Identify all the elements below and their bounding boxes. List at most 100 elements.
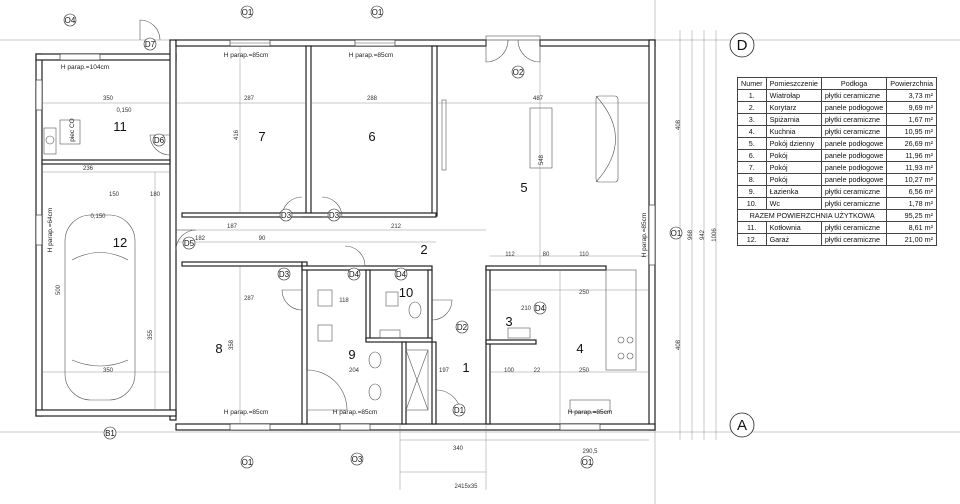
dim-408-top: 408 — [676, 119, 682, 130]
room-3-label: 3 — [505, 314, 512, 329]
row-room: Pokój — [765, 161, 822, 174]
row-area: 8,61 m² — [886, 221, 938, 234]
dim-1006: 1006 — [712, 228, 718, 242]
tag-o2: O2 — [513, 68, 524, 77]
dim-288: 288 — [367, 96, 378, 102]
dim-0150-garage: 0,150 — [90, 214, 106, 220]
row-room: Pokój dzienny — [765, 137, 822, 150]
tag-o1-top-left: O1 — [242, 8, 253, 17]
table-header-floor: Podłoga — [820, 77, 888, 90]
dimension-values: 287 288 487 350 236 416 548 250 250 204 … — [56, 96, 718, 490]
room-4-label: 4 — [576, 341, 583, 356]
row-area: 9,69 m² — [886, 101, 938, 114]
row-floor: panele podłogowe — [820, 161, 888, 174]
tag-o3: O3 — [352, 455, 363, 464]
room-11-label: 11 — [113, 119, 127, 134]
tag-o1-bottom-right: O1 — [582, 458, 593, 467]
dim-250-top: 250 — [579, 290, 590, 296]
row-floor: płytki ceramiczne — [820, 125, 888, 138]
row-floor: panele podłogowe — [820, 101, 888, 114]
room-7-label: 7 — [258, 129, 265, 144]
dim-358: 358 — [229, 339, 235, 350]
dim-500: 500 — [56, 284, 62, 295]
tag-d3-left: D3 — [281, 211, 292, 220]
tag-d3-right: D3 — [329, 211, 340, 220]
label-hparap-room5: H parap.=85cm — [641, 213, 648, 258]
row-num: 12. — [737, 233, 767, 246]
fixtures — [43, 95, 637, 413]
row-room: Kotłownia — [765, 221, 822, 234]
tag-d1: D1 — [454, 406, 465, 415]
table-sum-row: RAZEM POWIERZCHNIA UŻYTKOWA 95,25 m² — [736, 209, 938, 222]
tag-o1-right: O1 — [671, 229, 682, 238]
room-6-label: 6 — [368, 129, 375, 144]
tag-b1: B1 — [105, 429, 115, 438]
row-floor: panele podłogowe — [820, 173, 888, 186]
tag-d4-kitchen: D4 — [535, 304, 546, 313]
label-hparap-room9: H parap.=85cm — [333, 409, 378, 416]
row-floor: płytki ceramiczne — [820, 197, 888, 210]
dim-210: 210 — [521, 306, 532, 312]
row-num: 9. — [737, 185, 767, 198]
dim-355: 355 — [148, 329, 154, 340]
dim-236: 236 — [83, 166, 94, 172]
row-num: 3. — [737, 113, 767, 126]
dim-197: 197 — [439, 368, 450, 374]
row-floor: płytki ceramiczne — [820, 89, 888, 102]
row-room: Wiatrołap — [765, 89, 822, 102]
windows — [35, 39, 656, 431]
row-area: 3,73 m² — [886, 89, 938, 102]
sum-label: RAZEM POWIERZCHNIA UŻYTKOWA — [736, 209, 888, 222]
dim-100: 100 — [504, 368, 515, 374]
room-1-label: 1 — [462, 360, 469, 375]
row-room: Kuchnia — [765, 125, 822, 138]
room-schedule-table: Numer Pomieszczenie Podłoga Powierzchnia… — [736, 77, 938, 246]
room-12-label: 12 — [113, 235, 127, 250]
dim-350-bottom: 350 — [103, 368, 114, 374]
dim-182: 182 — [195, 236, 206, 242]
row-area: 26,69 m² — [886, 137, 938, 150]
row-room: Spiżarnia — [765, 113, 822, 126]
dim-340: 340 — [453, 446, 464, 452]
label-hparap-room12: H parap.=64cm — [47, 208, 54, 253]
label-hparap-room7: H parap.=85cm — [224, 52, 269, 59]
annotations: H parap.=85cm H parap.=85cm H parap.=104… — [47, 52, 648, 416]
row-room: Korytarz — [765, 101, 822, 114]
label-hparap-room4: H parap.=85cm — [568, 409, 613, 416]
tag-o1-bottom-left: O1 — [242, 458, 253, 467]
row-area: 21,00 m² — [886, 233, 938, 246]
room-8-label: 8 — [215, 341, 222, 356]
row-num: 6. — [737, 149, 767, 162]
dim-180: 180 — [150, 192, 161, 198]
row-area: 6,56 m² — [886, 185, 938, 198]
doors — [139, 19, 541, 416]
row-floor: płytki ceramiczne — [820, 221, 888, 234]
tag-d5: D5 — [184, 239, 195, 248]
axis-a-marker — [729, 412, 755, 438]
row-num: 5. — [737, 137, 767, 150]
axis-a-label: A — [737, 417, 747, 434]
table-header-room: Pomieszczenie — [765, 77, 822, 90]
table-header-row: Numer Pomieszczenie Podłoga Powierzchnia — [737, 77, 938, 90]
row-area: 11,93 m² — [886, 161, 938, 174]
row-area: 10,27 m² — [886, 173, 938, 186]
tag-d6: D6 — [154, 136, 165, 145]
row-area: 11,96 m² — [886, 149, 938, 162]
row-area: 1,78 m² — [886, 197, 938, 210]
dim-350-top: 350 — [103, 96, 114, 102]
row-room: Wc — [765, 197, 822, 210]
tag-d4-left: D4 — [349, 270, 360, 279]
axis-d-label: D — [737, 37, 748, 54]
row-num: 11. — [737, 221, 767, 234]
room-9-label: 9 — [348, 347, 355, 362]
opening-tags: O1 O1 O4 O2 O1 O1 O3 O1 B1 D1 D2 D3 D3 D… — [63, 5, 683, 469]
dim-548: 548 — [539, 154, 545, 165]
table-header-num: Numer — [737, 77, 767, 90]
row-num: 1. — [737, 89, 767, 102]
